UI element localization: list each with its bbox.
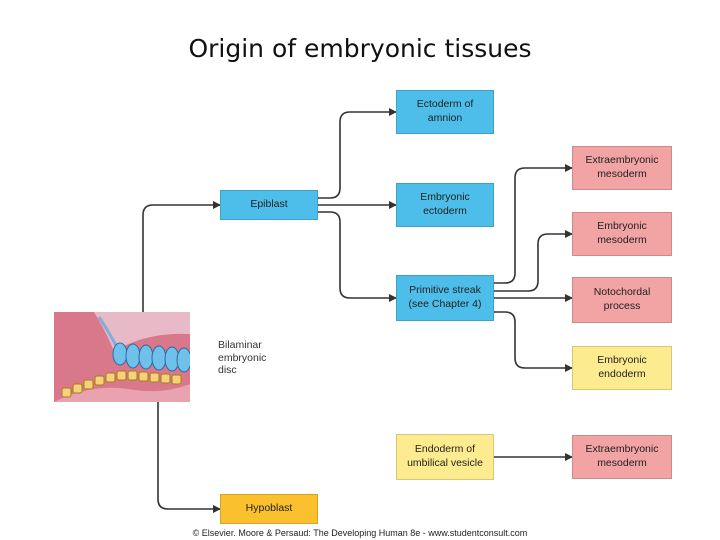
node-embryonic-mesoderm: Embryonic mesoderm — [572, 212, 672, 256]
arrow-disc-to-hypoblast — [157, 385, 221, 513]
arrow-streak-to-endoderm — [493, 311, 573, 372]
page-title: Origin of embryonic tissues — [188, 34, 532, 63]
node-ectoderm-of-amnion: Ectoderm of amnion — [396, 90, 494, 134]
node-epiblast: Epiblast — [220, 190, 318, 220]
node-extraembryonic-mesoderm-1: Extraembryonic mesoderm — [572, 146, 672, 190]
arrow-disc-to-epiblast — [142, 201, 221, 345]
arrow-streak-to-mesoderm — [493, 230, 573, 292]
node-extraembryonic-mesoderm-2: Extraembryonic mesoderm — [572, 435, 672, 479]
copyright-credit: © Elsevier. Moore & Persaud: The Develop… — [192, 528, 528, 538]
node-endoderm-of-umbilical-vesicle: Endoderm of umbilical vesicle — [396, 434, 494, 480]
node-embryonic-ectoderm: Embryonic ectoderm — [396, 183, 494, 227]
bilaminar-disc-illustration — [54, 312, 190, 402]
node-hypoblast: Hypoblast — [220, 494, 318, 524]
node-notochordal-process: Notochordal process — [572, 277, 672, 323]
arrow-streak-to-extraembryonic — [493, 164, 573, 284]
node-embryonic-endoderm: Embryonic endoderm — [572, 346, 672, 390]
arrow-epiblast-to-streak — [318, 211, 397, 302]
arrow-epiblast-to-amnion — [318, 108, 397, 199]
node-primitive-streak: Primitive streak (see Chapter 4) — [396, 275, 494, 321]
bilaminar-disc-label: Bilaminar embryonic disc — [218, 339, 267, 377]
